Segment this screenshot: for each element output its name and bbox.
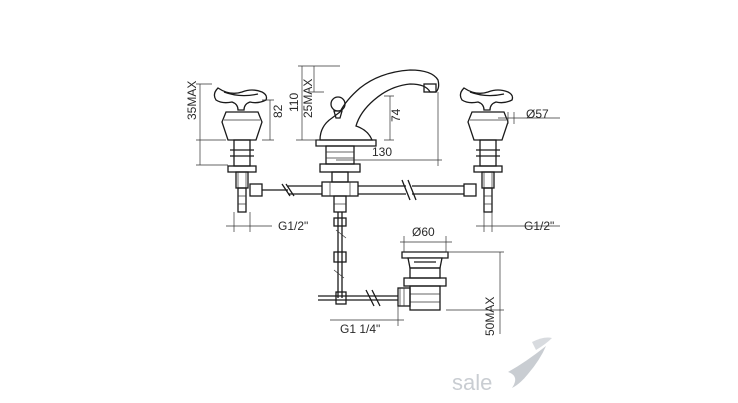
left-thread-label: G1/2" xyxy=(278,219,308,233)
handle-diameter-label: Ø57 xyxy=(526,107,549,121)
spout-height-label: 110 xyxy=(287,93,301,112)
right-dimensions xyxy=(476,112,560,232)
drain-height-label: 50MAX xyxy=(483,297,497,336)
spout-offset-label: 25MAX xyxy=(301,79,315,118)
right-handle-assembly xyxy=(459,87,514,213)
drain-thread-label: G1 1/4" xyxy=(340,322,380,336)
logo-text: sale xyxy=(452,370,492,395)
connecting-pipes xyxy=(288,179,464,201)
logo-accent-icon xyxy=(532,337,552,350)
left-handle-height-label: 35MAX xyxy=(185,81,199,120)
left-handle-assembly xyxy=(213,87,295,213)
drain-rod xyxy=(318,212,398,307)
spout-body-label: 74 xyxy=(389,108,403,122)
drain-dimensions xyxy=(330,236,504,334)
spout-reach-label: 130 xyxy=(372,145,392,159)
spout-dimensions xyxy=(296,65,442,166)
brand-logo: sale xyxy=(452,337,552,395)
left-dimensions xyxy=(196,83,274,232)
drain-diameter-label: Ø60 xyxy=(412,225,435,239)
spout-assembly xyxy=(315,69,440,213)
logo-swoosh-icon xyxy=(508,346,546,388)
popup-waste xyxy=(397,251,449,311)
left-handle-lower-label: 82 xyxy=(271,104,285,118)
right-thread-label: G1/2" xyxy=(524,219,554,233)
